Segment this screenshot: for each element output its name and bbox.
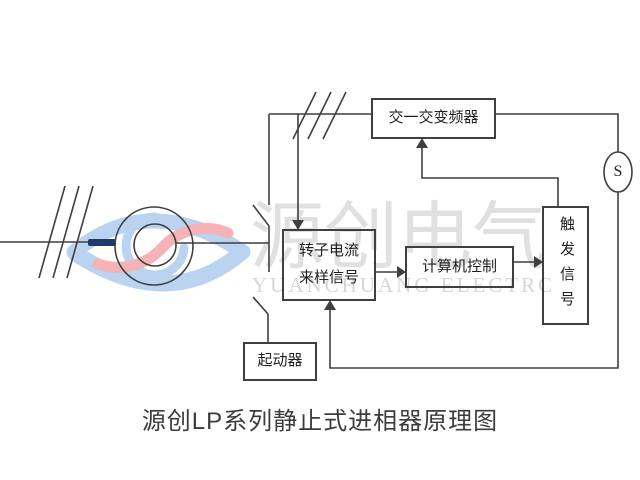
starter-box bbox=[243, 342, 317, 381]
converter-label: 交一交变频器 bbox=[388, 110, 479, 126]
trigger-to-converter-line bbox=[421, 146, 559, 207]
computer-label: 计算机控制 bbox=[421, 258, 497, 275]
sampling-to-computer-arrowhead bbox=[397, 266, 406, 278]
feedback-line bbox=[329, 192, 619, 369]
watermark-brand-en: YUANCHUANG ELECTRC bbox=[252, 273, 556, 297]
rotor-sampling-label-line2: 来样信号 bbox=[298, 270, 359, 286]
rotor-sampling-label-line1: 转子电流 bbox=[298, 243, 359, 259]
starter-label: 起动器 bbox=[257, 353, 303, 369]
disconnect-switch-lower bbox=[252, 296, 269, 315]
trigger-label: 触发信号 bbox=[558, 215, 574, 316]
converter-box bbox=[371, 98, 496, 139]
computer-box bbox=[405, 246, 514, 288]
motor-inner-circle bbox=[133, 223, 177, 267]
supply-phase-slashes bbox=[38, 185, 94, 279]
computer-to-trigger-arrowhead bbox=[534, 256, 543, 268]
feedback-arrowhead bbox=[324, 300, 336, 310]
motor-outer-circle bbox=[114, 206, 194, 286]
disconnect-switch-upper bbox=[252, 204, 270, 227]
converter-output-line bbox=[495, 113, 619, 152]
trigger-to-converter-arrowhead bbox=[416, 138, 428, 148]
slip-ring-label: S bbox=[613, 163, 623, 180]
trigger-label-wrap: 触发信号 bbox=[543, 209, 588, 322]
rotor-sampling-label: 转子电流 来样信号 bbox=[283, 230, 375, 300]
diagram-caption: 源创LP系列静止式进相器原理图 bbox=[141, 408, 499, 435]
watermark-brand-cn: 源创电气 bbox=[250, 197, 546, 279]
rotor-sampling-box bbox=[282, 229, 376, 301]
logo-navy-dash bbox=[88, 239, 116, 246]
bus-phase-slashes bbox=[292, 91, 347, 140]
trigger-box bbox=[542, 206, 589, 325]
sampling-drop-arrowhead bbox=[292, 220, 304, 230]
